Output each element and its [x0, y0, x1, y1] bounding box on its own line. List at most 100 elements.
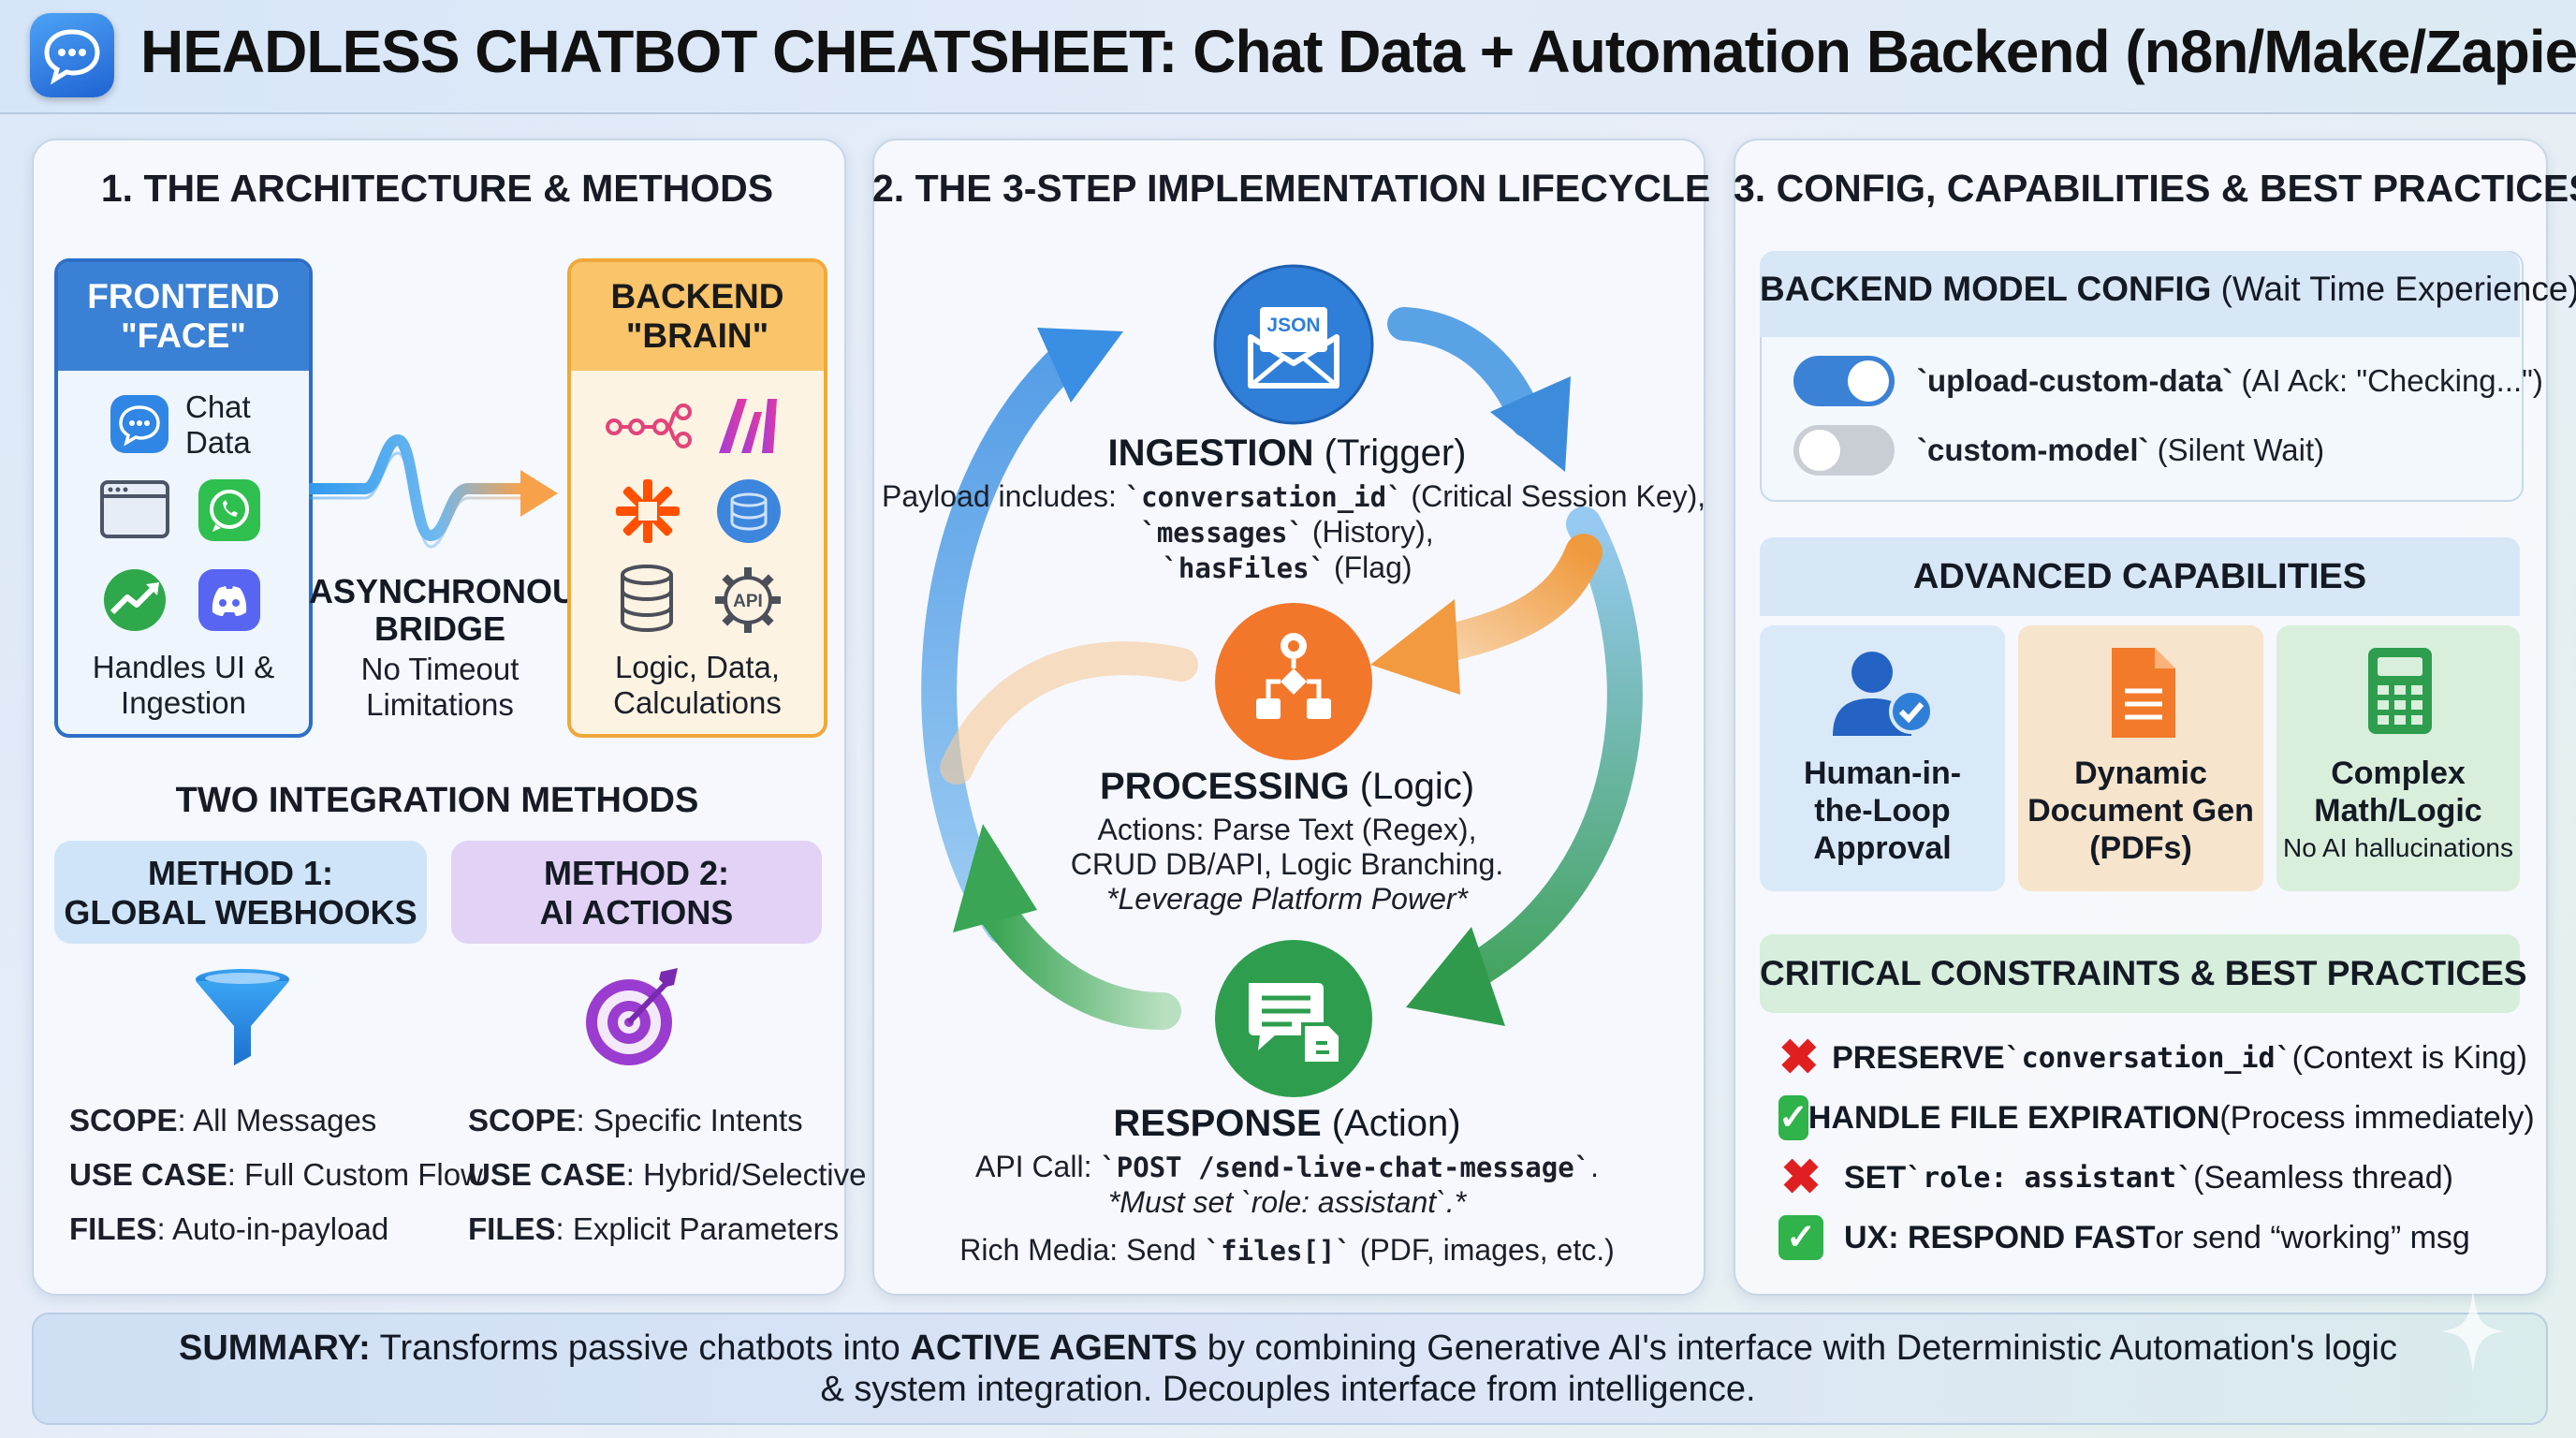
bridge-subtitle-line1: No Timeout	[360, 652, 520, 686]
bridge-title: ASYNCHRONOUS BRIDGE	[309, 572, 600, 648]
backend-config-header	[1760, 251, 2520, 337]
architecture-title: 1. THE ARCHITECTURE & METHODS	[100, 167, 774, 210]
response-line1-prefix: API Call:	[974, 1150, 1101, 1183]
chat-data-label-line2: Data	[185, 425, 251, 460]
response-message-icon	[1213, 938, 1374, 1099]
ingestion-title: INGESTION (Trigger)	[872, 433, 1702, 475]
frontend-caption-line1: Handles UI &	[92, 650, 275, 684]
backend-caption-line2: Calculations	[613, 685, 782, 720]
capability-document-gen-text: Dynamic Document Gen (PDFs)	[2018, 755, 2263, 867]
method2-usecase: USE CASE: Hybrid/Selective	[468, 1157, 866, 1193]
response-line2: *Must set `role: assistant`.*	[1107, 1185, 1467, 1219]
method2-title-line1: METHOD 2:	[544, 854, 729, 892]
ingestion-json-icon	[1213, 264, 1374, 425]
summary-text2: by combining Generative AI's interface w…	[1197, 1328, 2397, 1368]
capability-human-loop-line2: the-Loop	[1814, 793, 1951, 829]
api-gear-icon: API	[711, 564, 784, 637]
processing-description: Actions: Parse Text (Regex), CRUD DB/API…	[872, 813, 1702, 917]
constraint-bold: SET	[1844, 1159, 1907, 1196]
json-badge: JSON	[1266, 315, 1321, 336]
capability-human-loop-text: Human-in- the-Loop Approval	[1760, 755, 2005, 867]
capability-document-gen-line1: Dynamic	[2074, 756, 2207, 791]
bridge-subtitle: No Timeout Limitations	[309, 652, 571, 723]
frontend-header: FRONTEND "FACE"	[58, 262, 309, 371]
capability-complex-math-text: Complex Math/Logic No AI hallucinations	[2276, 755, 2520, 867]
backend-caption: Logic, Data, Calculations	[571, 650, 824, 721]
backend-header: BACKEND "BRAIN"	[571, 262, 824, 371]
constraint-item: ✓ UX: RESPOND FAST or send “working” msg	[1778, 1208, 2527, 1268]
capability-human-loop-line1: Human-in-	[1803, 756, 1962, 791]
method1-usecase: USE CASE: Full Custom Flow	[69, 1157, 483, 1193]
cross-icon: ✖	[1778, 1031, 1820, 1085]
response-title-suffix: (Action)	[1321, 1103, 1461, 1144]
constraint-bold: UX: RESPOND FAST	[1844, 1219, 2156, 1255]
document-icon	[2108, 644, 2179, 741]
processing-line1: Actions: Parse Text (Regex),	[1097, 813, 1477, 846]
processing-flow-icon	[1213, 601, 1374, 762]
capability-human-loop-line3: Approval	[1813, 830, 1952, 866]
bridge-subtitle-line2: Limitations	[366, 687, 514, 722]
bridge-title-line2: BRIDGE	[373, 609, 505, 648]
method1-scope-label: SCOPE	[69, 1103, 178, 1137]
constraint-code: `role: assistant`	[1906, 1161, 2194, 1195]
processing-title-bold: PROCESSING	[1099, 766, 1350, 807]
upload-custom-data-row: `upload-custom-data` (AI Ack: "Checking.…	[1917, 363, 2543, 399]
method2-files: FILES: Explicit Parameters	[468, 1211, 839, 1247]
backend-config-title-bold: BACKEND MODEL CONFIG	[1760, 270, 2212, 308]
constraint-item: ✓ HANDLE FILE EXPIRATION (Process immedi…	[1778, 1088, 2535, 1148]
calculator-icon	[2364, 644, 2436, 738]
backend-subtitle: "BRAIN"	[625, 316, 769, 355]
method1-title-line1: METHOD 1:	[148, 854, 333, 892]
trend-chart-icon	[99, 567, 170, 633]
backend-title: BACKEND	[610, 277, 784, 315]
page-title: HEADLESS CHATBOT CHEATSHEET: Chat Data +…	[140, 18, 2576, 85]
constraint-bold: PRESERVE	[1832, 1039, 2005, 1076]
method1-files: FILES: Auto-in-payload	[69, 1211, 388, 1247]
response-description: API Call: `POST /send-live-chat-message`…	[872, 1150, 1702, 1269]
constraint-rest: (Process immediately)	[2219, 1099, 2535, 1136]
target-icon	[580, 964, 683, 1071]
method1-scope: SCOPE: All Messages	[69, 1103, 376, 1138]
chat-data-icon	[109, 393, 170, 455]
integration-methods-title: TWO INTEGRATION METHODS	[175, 781, 699, 820]
processing-title-suffix: (Logic)	[1349, 766, 1475, 807]
config-panel-title: 3. CONFIG, CAPABILITIES & BEST PRACTICES	[1734, 167, 2576, 210]
summary-line2: & system integration. Decouples interfac…	[820, 1370, 1756, 1409]
custom-model-toggle[interactable]	[1793, 425, 1895, 476]
ingestion-line1-suffix: (Critical Session Key),	[1402, 479, 1706, 513]
whatsapp-icon	[197, 477, 262, 543]
method2-files-label: FILES	[468, 1211, 556, 1246]
custom-model-desc: (Silent Wait)	[2148, 433, 2325, 467]
discord-icon	[197, 567, 262, 633]
capability-document-gen-line2: Document Gen	[2027, 793, 2254, 829]
backend-caption-line1: Logic, Data,	[614, 650, 781, 684]
frontend-caption: Handles UI & Ingestion	[58, 650, 309, 721]
response-line1-code: `POST /send-live-chat-message`	[1100, 1152, 1591, 1183]
toggle-knob	[1799, 430, 1840, 471]
frontend-box: FRONTEND "FACE" Chat Data Handles UI & I…	[54, 258, 313, 738]
check-icon: ✓	[1778, 1095, 1808, 1140]
ingestion-line1-code: `conversation_id`	[1124, 481, 1403, 513]
database-cylinder-icon	[616, 564, 678, 635]
method2-scope-label: SCOPE	[468, 1103, 577, 1137]
method2-usecase-value: : Hybrid/Selective	[625, 1157, 867, 1192]
capability-complex-math: Complex Math/Logic No AI hallucinations	[2276, 625, 2520, 891]
method2-scope-value: : Specific Intents	[576, 1103, 803, 1137]
upload-custom-data-toggle[interactable]	[1793, 356, 1895, 406]
response-line3-prefix: Rich Media: Send	[959, 1233, 1205, 1267]
method1-usecase-value: : Full Custom Flow	[227, 1157, 483, 1192]
method1-usecase-label: USE CASE	[69, 1157, 227, 1192]
bridge-title-line1: ASYNCHRONOUS	[309, 572, 600, 610]
custom-model-row: `custom-model` (Silent Wait)	[1917, 433, 2324, 468]
capability-human-loop: Human-in- the-Loop Approval	[1760, 625, 2005, 891]
ingestion-line3-suffix: (Flag)	[1325, 550, 1412, 584]
summary-text1: Transforms passive chatbots into	[370, 1328, 911, 1368]
make-icon	[713, 391, 788, 459]
method2-header: METHOD 2: AI ACTIONS	[451, 841, 822, 944]
lifecycle-cycle-arrows	[872, 271, 1702, 1208]
constraints-list: ✖ PRESERVE `conversation_id` (Context is…	[1778, 1028, 2535, 1268]
backend-box: BACKEND "BRAIN" API Logic, Data, Calcula…	[567, 258, 827, 738]
backend-config-title: BACKEND MODEL CONFIG (Wait Time Experien…	[1760, 270, 2576, 309]
ingestion-line1-prefix: Payload includes:	[882, 479, 1125, 513]
n8n-icon	[605, 397, 695, 453]
